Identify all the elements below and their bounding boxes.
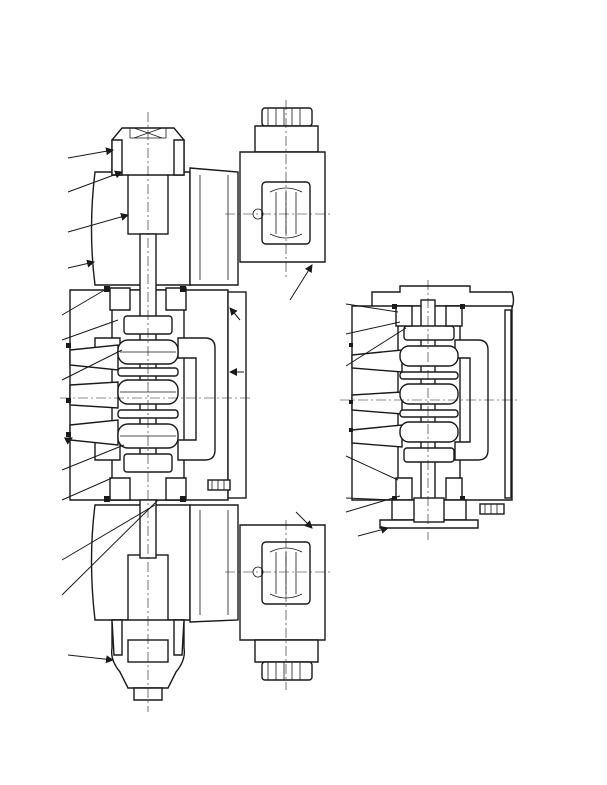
detail-valve-section [340,280,520,540]
upper-solenoid-housing [90,167,239,286]
upper-connector-plug [239,107,326,263]
lower-solenoid-housing [90,499,239,624]
main-leader-lines [61,147,313,664]
main-center-lines [60,100,330,712]
lower-spring-seat [104,477,187,502]
lower-connector-plug [239,524,326,681]
main-valve-section [60,100,330,712]
